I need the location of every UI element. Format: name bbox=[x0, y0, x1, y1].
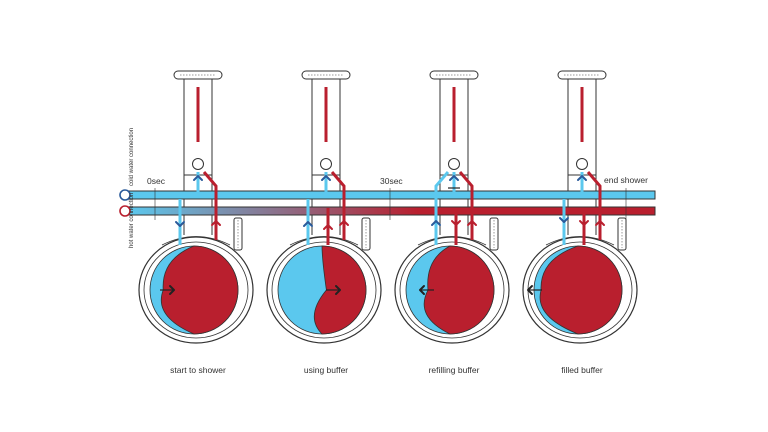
hot-up-pipe bbox=[202, 171, 218, 240]
timeline: 0sec 30sec end shower bbox=[147, 175, 648, 220]
cold-up-arrow-icon bbox=[193, 175, 203, 181]
hot-up-arrow-icon bbox=[467, 220, 477, 226]
cold-feed-arrow-icon bbox=[303, 221, 313, 227]
pipe-overlays bbox=[175, 171, 605, 245]
hot-tank-arrow-icon bbox=[323, 224, 333, 230]
hot-up-arrow-icon bbox=[211, 220, 221, 226]
stage-label: refilling buffer bbox=[429, 365, 480, 375]
tank-neck bbox=[289, 236, 359, 246]
cold-connection-label: cold water connection bbox=[129, 128, 135, 186]
tank-bracket bbox=[361, 217, 371, 251]
shower-unit-2 bbox=[266, 70, 382, 344]
hot-water-pipe bbox=[119, 205, 656, 217]
hot-up-pipe bbox=[458, 171, 474, 240]
shower-units bbox=[138, 70, 638, 344]
cold-up-arrow-icon bbox=[321, 175, 331, 181]
shower-unit-3 bbox=[394, 70, 510, 344]
tank-neck bbox=[161, 236, 231, 246]
time-middle-label: 30sec bbox=[380, 176, 403, 186]
hot-water-volume bbox=[160, 245, 239, 335]
stage-labels: start to shower using buffer refilling buf… bbox=[170, 365, 603, 375]
hot-up-pipe bbox=[330, 171, 346, 240]
hot-water-volume bbox=[423, 245, 495, 335]
time-end-label: end shower bbox=[604, 175, 648, 185]
unit-pipes-4 bbox=[559, 171, 605, 245]
tank-bracket bbox=[233, 217, 243, 251]
tank-neck bbox=[417, 236, 487, 246]
hot-tank-arrow-icon bbox=[579, 220, 589, 226]
cold-feed-arrow-icon bbox=[175, 221, 185, 227]
shower-unit-4 bbox=[522, 70, 638, 344]
tank-neck bbox=[545, 236, 615, 246]
flow-arrow-icon bbox=[335, 285, 341, 295]
unit-pipes-1 bbox=[175, 171, 221, 245]
stage-label: using buffer bbox=[304, 365, 348, 375]
flow-arrow-icon bbox=[419, 285, 425, 295]
flow-arrow-icon bbox=[527, 285, 533, 295]
cold-feed-pipe bbox=[434, 171, 450, 245]
tank-bracket bbox=[617, 217, 627, 251]
unit-pipes-3 bbox=[431, 171, 477, 245]
hot-up-arrow-icon bbox=[339, 220, 349, 226]
stage-label: start to shower bbox=[170, 365, 226, 375]
stage-label: filled buffer bbox=[561, 365, 603, 375]
hot-tank-arrow-icon bbox=[451, 220, 461, 226]
cold-up-arrow-icon bbox=[449, 175, 459, 181]
mixer-valve-icon bbox=[576, 158, 588, 170]
shower-unit-1 bbox=[138, 70, 254, 344]
hot-up-pipe bbox=[586, 171, 602, 240]
hot-up-arrow-icon bbox=[595, 220, 605, 226]
hot-connection-label: hot water connection bbox=[129, 193, 135, 248]
unit-pipes-2 bbox=[303, 171, 349, 245]
time-start-label: 0sec bbox=[147, 176, 166, 186]
cold-up-arrow-icon bbox=[577, 175, 587, 181]
flow-arrow-icon bbox=[169, 285, 175, 295]
cold-feed-arrow-icon bbox=[559, 217, 569, 223]
mixer-valve-icon bbox=[448, 158, 460, 170]
cold-feed-arrow-icon bbox=[431, 220, 441, 226]
tank-bracket bbox=[489, 217, 499, 251]
mixer-valve-icon bbox=[320, 158, 332, 170]
cold-water-pipe bbox=[119, 189, 656, 201]
mixer-valve-icon bbox=[192, 158, 204, 170]
hot-water-volume bbox=[539, 245, 623, 335]
